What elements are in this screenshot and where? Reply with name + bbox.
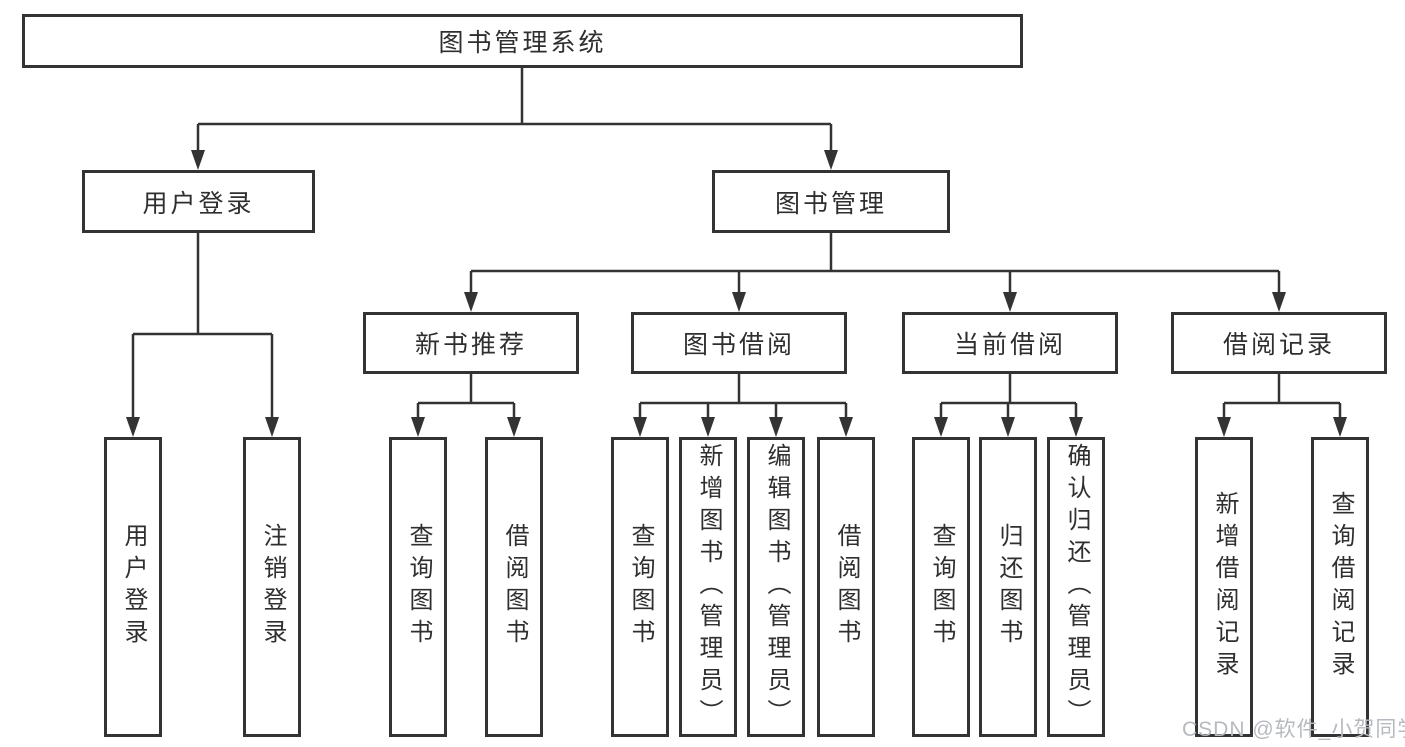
- node-library-management-system: 图书管理系统: [22, 14, 1023, 68]
- node-book-borrowing: 图书借阅: [631, 312, 847, 374]
- node-leaf-query-books-current: 查询图书: [912, 437, 970, 737]
- node-leaf-add-books-admin: 新增图书（管理员）: [679, 437, 737, 737]
- node-leaf-borrow-books: 借阅图书: [817, 437, 875, 737]
- connector-current-to-leaves: [934, 374, 1083, 437]
- node-leaf-query-books-recommend: 查询图书: [389, 437, 447, 737]
- node-leaf-query-books-borrowing: 查询图书: [611, 437, 669, 737]
- node-leaf-return-books: 归还图书: [979, 437, 1037, 737]
- node-leaf-query-borrow-record: 查询借阅记录: [1311, 437, 1369, 737]
- node-current-borrowing: 当前借阅: [902, 312, 1118, 374]
- connector-user-login-to-leaves: [126, 233, 279, 437]
- connector-borrowing-to-leaves: [633, 374, 853, 437]
- node-user-login: 用户登录: [82, 170, 315, 233]
- connector-root-to-level2: [191, 68, 838, 170]
- node-leaf-confirm-return-admin: 确认归还（管理员）: [1047, 437, 1105, 737]
- connector-book-mgmt-to-level3: [464, 233, 1286, 312]
- node-leaf-logout: 注销登录: [243, 437, 301, 737]
- csdn-watermark: CSDN @软件_小贺同学: [1182, 718, 1405, 741]
- node-book-management: 图书管理: [712, 170, 950, 233]
- node-leaf-add-borrow-record: 新增借阅记录: [1195, 437, 1253, 737]
- node-leaf-user-login: 用户登录: [104, 437, 162, 737]
- node-borrowing-records: 借阅记录: [1171, 312, 1387, 374]
- node-leaf-edit-books-admin: 编辑图书（管理员）: [747, 437, 805, 737]
- connector-new-book-to-leaves: [411, 374, 521, 437]
- connector-records-to-leaves: [1217, 374, 1347, 437]
- node-new-book-recommendation: 新书推荐: [363, 312, 579, 374]
- node-leaf-borrow-books-recommend: 借阅图书: [485, 437, 543, 737]
